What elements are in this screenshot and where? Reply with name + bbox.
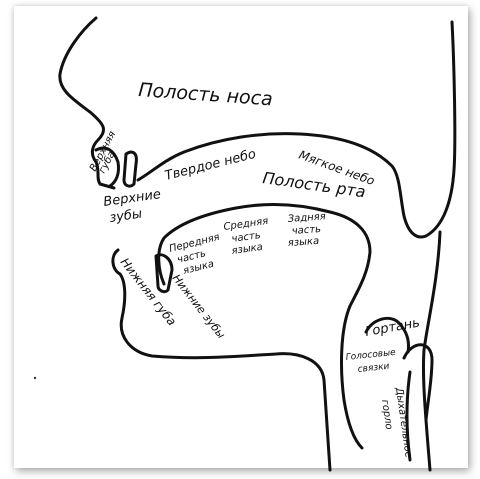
scan-speck — [34, 377, 36, 379]
upper-teeth-outline — [124, 152, 136, 186]
label-trachea-line2: горло — [379, 399, 394, 430]
label-back-tongue-line1: Задняя — [287, 211, 326, 225]
label-upper-teeth-line2: зубы — [108, 207, 143, 226]
label-lower-teeth: Нижние зубы — [170, 272, 228, 342]
label-vocal-cords-line2: связки — [357, 362, 390, 375]
label-upper-teeth-line1: Верхние — [102, 187, 161, 210]
label-lower-lip: Нижняя губа — [118, 255, 179, 328]
label-larynx: Гортань — [364, 316, 421, 340]
label-hard-palate: Твердое небо — [163, 147, 257, 184]
label-trachea-line1: Дыхательное — [393, 386, 414, 459]
label-vocal-cords-line1: Голосовые — [345, 348, 396, 363]
label-mid-tongue-line1: Средняя — [223, 216, 269, 233]
label-back-tongue-line3: языка — [287, 236, 319, 249]
label-nasal-cavity: Полость носа — [138, 79, 274, 110]
